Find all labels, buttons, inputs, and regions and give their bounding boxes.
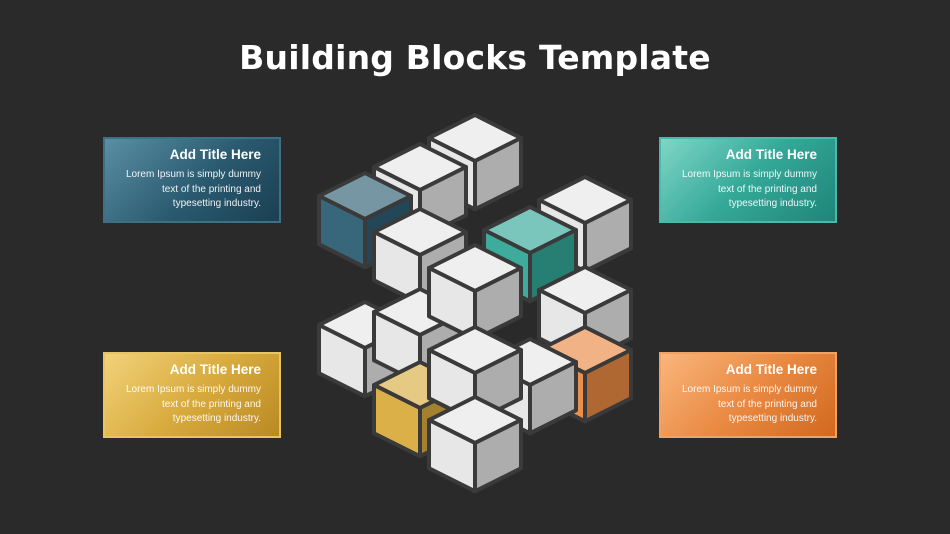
card-body: Lorem Ipsum is simply dummy text of the … xyxy=(681,169,817,209)
info-card-top-left: Add Title Here Lorem Ipsum is simply dum… xyxy=(103,137,281,223)
card-body: Lorem Ipsum is simply dummy text of the … xyxy=(125,169,261,209)
card-title: Add Title Here xyxy=(169,362,261,377)
info-card-bottom-right: Add Title Here Lorem Ipsum is simply dum… xyxy=(659,352,837,438)
info-card-bottom-left: Add Title Here Lorem Ipsum is simply dum… xyxy=(103,352,281,438)
block xyxy=(537,175,633,274)
card-title: Add Title Here xyxy=(725,147,817,162)
block xyxy=(427,395,523,494)
card-body: Lorem Ipsum is simply dummy text of the … xyxy=(125,384,261,424)
card-body: Lorem Ipsum is simply dummy text of the … xyxy=(681,384,817,424)
card-title: Add Title Here xyxy=(725,362,817,377)
info-card-top-right: Add Title Here Lorem Ipsum is simply dum… xyxy=(659,137,837,223)
card-title: Add Title Here xyxy=(169,147,261,162)
slide-title: Building Blocks Template xyxy=(239,38,711,77)
